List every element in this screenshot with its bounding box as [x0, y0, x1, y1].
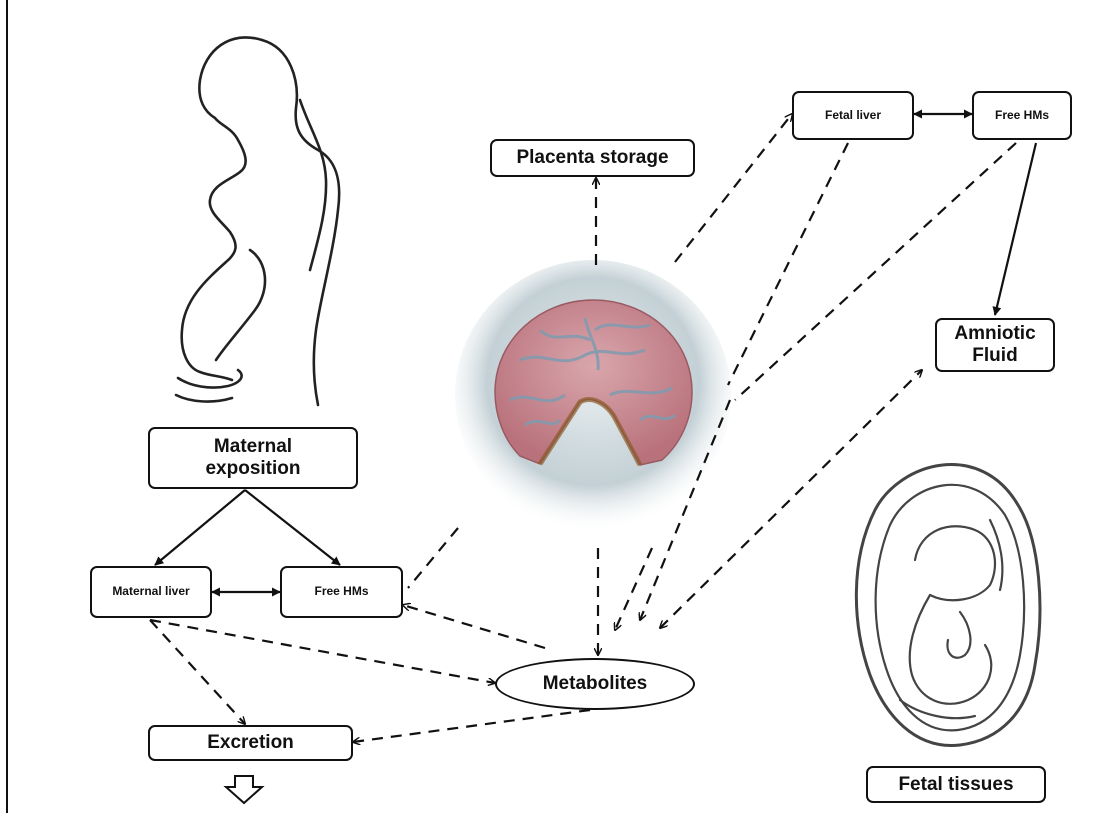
placenta-image	[455, 260, 731, 530]
maternal-liver-box: Maternal liver	[90, 566, 212, 618]
amniotic-fluid-box: Amniotic Fluid	[935, 318, 1055, 372]
free-hms-maternal-box: Free HMs	[280, 566, 403, 618]
fetus-in-uterus-sketch	[856, 465, 1040, 746]
fetal-liver-box: Fetal liver	[792, 91, 914, 140]
excretion-box: Excretion	[148, 725, 353, 761]
down-arrow-icon	[226, 776, 262, 803]
metabolites-node: Metabolites	[495, 658, 695, 710]
placenta-storage-box: Placenta storage	[490, 139, 695, 177]
pregnant-woman-sketch	[176, 37, 339, 405]
fetal-tissues-box: Fetal tissues	[866, 766, 1046, 803]
free-hms-fetal-box: Free HMs	[972, 91, 1072, 140]
maternal-exposition-box: Maternal exposition	[148, 427, 358, 489]
